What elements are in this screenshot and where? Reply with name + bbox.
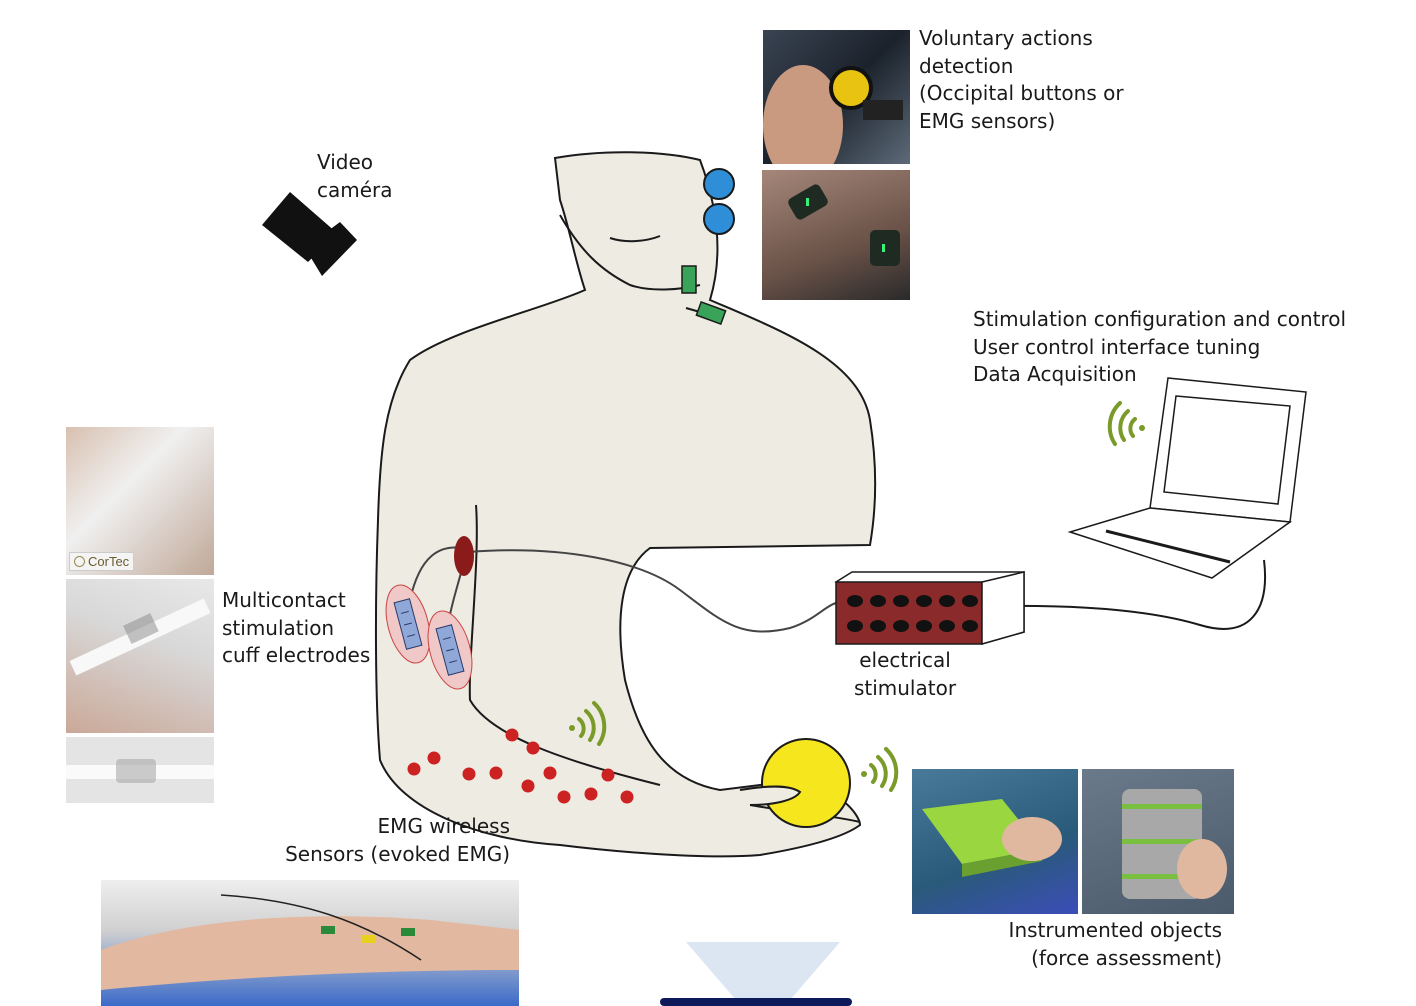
emg-dot <box>505 728 519 742</box>
force-box-photo <box>922 799 1062 877</box>
wireless-signal-icon <box>861 747 899 792</box>
laptop-icon <box>1067 377 1307 579</box>
wireless-signal-icon <box>569 701 607 746</box>
label-electrical-stimulator: electrical stimulator <box>853 648 957 700</box>
neck-sensor-1 <box>681 265 697 294</box>
cable-stimulator-to-laptop <box>999 559 1266 630</box>
label-stimulation-config: Stimulation configuration and control Us… <box>973 307 1347 386</box>
fingers <box>739 785 802 806</box>
projector-base <box>660 998 852 1006</box>
photo-occipital-buttons <box>763 30 910 164</box>
neck-sensors-photo <box>788 184 900 266</box>
tube-photo <box>66 759 214 783</box>
emg-dot <box>526 741 540 755</box>
implant-connector <box>454 536 474 576</box>
torso-outline <box>374 151 877 858</box>
emg-dot <box>521 779 535 793</box>
photo-emg-arm <box>101 880 519 1006</box>
emg-dot <box>427 751 441 765</box>
emg-dot <box>557 790 571 804</box>
laptop-base <box>1067 507 1293 579</box>
cuff-electrode-2 <box>427 610 473 690</box>
arm-sensors-photo <box>101 894 519 990</box>
stimulator-ports <box>847 595 978 632</box>
cuff-photo <box>69 598 211 676</box>
photo-neck-emg <box>762 170 910 300</box>
photo-cuff-2 <box>66 579 214 733</box>
jaw-line <box>559 214 701 291</box>
photo-cuff-3 <box>66 737 214 803</box>
neck-sensor-2 <box>695 301 727 325</box>
electrical-stimulator <box>834 571 1025 645</box>
emg-dot <box>462 767 476 781</box>
label-instrumented-objects: Instrumented objects (force assessment) <box>1008 918 1222 970</box>
human-body <box>374 151 877 858</box>
emg-dot <box>407 762 421 776</box>
instrumented-ball <box>761 738 851 828</box>
force-cylinder-photo <box>1122 789 1227 899</box>
cortec-logo: CorTec <box>69 552 135 571</box>
chin-line <box>609 235 661 243</box>
emg-sensor-dots <box>407 728 634 804</box>
label-video-camera: Video caméra <box>317 150 393 202</box>
wireless-signal-icon <box>1107 401 1145 446</box>
emg-dot <box>601 768 615 782</box>
label-emg-wireless: EMG wireless Sensors (evoked EMG) <box>285 814 510 866</box>
occipital-button-2 <box>703 203 735 235</box>
cuff-electrode-1 <box>385 584 431 664</box>
label-voluntary-actions: Voluntary actions detection (Occipital b… <box>919 26 1124 133</box>
arm-line <box>468 504 661 786</box>
video-camera-icon <box>262 192 357 276</box>
emg-dot <box>489 766 503 780</box>
laptop-screen-inner <box>1163 395 1291 505</box>
photo-cuff-1: CorTec <box>66 427 214 575</box>
projector-beam <box>686 942 840 1000</box>
cable-implant-to-stimulator <box>467 549 837 633</box>
photo-instrumented-1 <box>912 769 1078 914</box>
emg-dot <box>620 790 634 804</box>
occipital-button-1 <box>703 168 735 200</box>
headset-photo <box>763 65 903 164</box>
emg-dot <box>543 766 557 780</box>
label-multicontact: Multicontact stimulation cuff electrodes <box>222 588 371 667</box>
photo-instrumented-2 <box>1082 769 1234 914</box>
emg-dot <box>584 787 598 801</box>
